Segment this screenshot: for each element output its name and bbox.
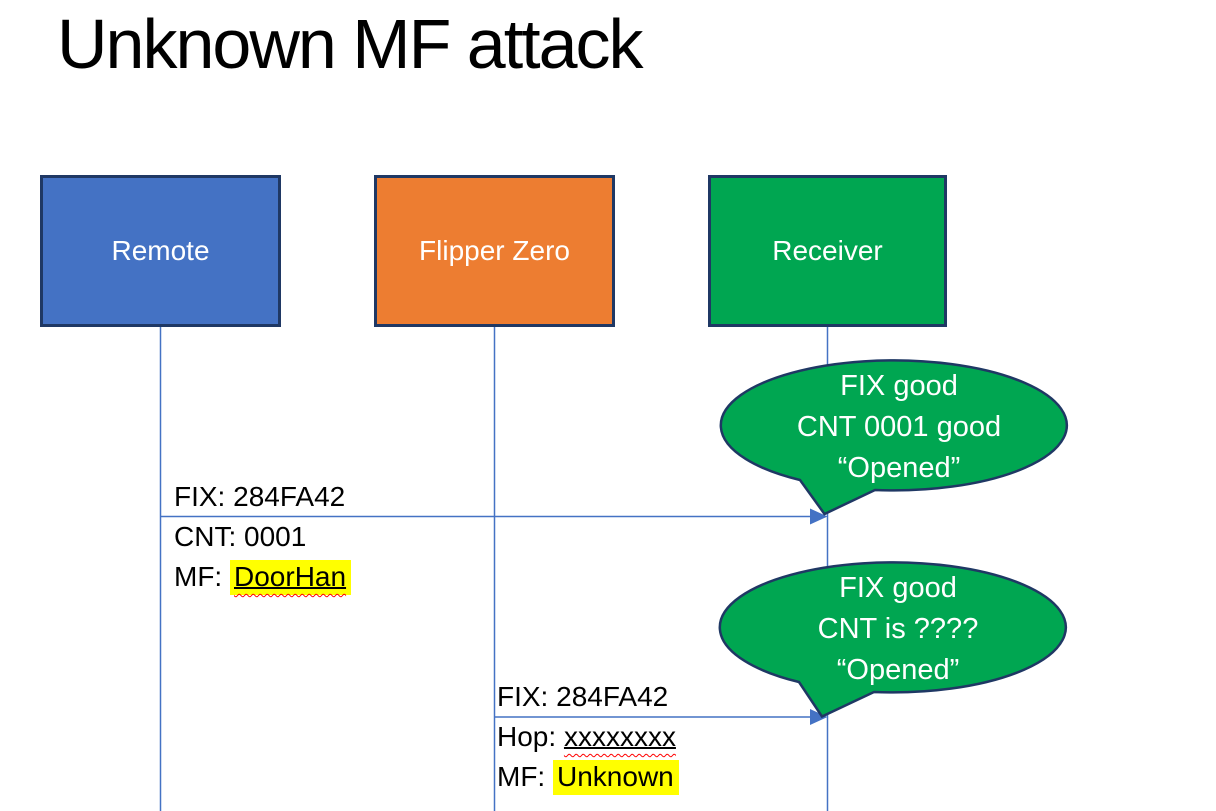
callout2-line2: CNT is ???? xyxy=(817,613,979,645)
message1-mf-value: DoorHan xyxy=(234,561,347,592)
callout2-line1: FIX good xyxy=(839,572,957,604)
actor-box-remote: Remote xyxy=(40,175,281,327)
message2-mf-line: MF: Unknown xyxy=(497,757,679,797)
message1-mf-value-highlight: DoorHan xyxy=(230,560,352,595)
message2-mf-prefix: MF: xyxy=(497,761,553,792)
callout2-line3: “Opened” xyxy=(836,654,960,686)
message2-hop-line: Hop: xxxxxxxx xyxy=(497,717,679,757)
message1-mf-prefix: MF: xyxy=(174,561,230,592)
callout1-text: FIX good CNT 0001 good “Opened” xyxy=(726,366,1072,489)
message1-mf-line: MF: DoorHan xyxy=(174,557,352,597)
message1-label: FIX: 284FA42 CNT: 0001 MF: DoorHan xyxy=(174,477,352,597)
message2-mf-value: Unknown xyxy=(553,760,679,795)
message2-hop-prefix: Hop: xyxy=(497,721,564,752)
message2-fix-line: FIX: 284FA42 xyxy=(497,681,669,712)
message1-cnt-line: CNT: 0001 xyxy=(174,521,307,552)
callout1-line1: FIX good xyxy=(840,370,958,402)
callout1-bubble xyxy=(719,359,1068,516)
message1-arrowhead xyxy=(810,508,828,525)
actor-box-receiver: Receiver xyxy=(708,175,947,327)
actor-label-flipper-zero: Flipper Zero xyxy=(419,235,570,266)
actor-label-receiver: Receiver xyxy=(772,235,883,266)
callout2-bubble xyxy=(718,561,1067,719)
message2-label: FIX: 284FA42 Hop: xxxxxxxx MF: Unknown xyxy=(497,677,679,797)
message2-hop-value-underline: xxxxxxxx xyxy=(564,721,676,752)
message1-fix-line: FIX: 284FA42 xyxy=(174,481,346,512)
message2-arrowhead xyxy=(810,709,828,725)
callout2-text: FIX good CNT is ???? “Opened” xyxy=(725,568,1071,691)
actor-box-flipper-zero: Flipper Zero xyxy=(374,175,615,327)
slide-title: Unknown MF attack xyxy=(57,5,644,83)
callout1-line3: “Opened” xyxy=(837,452,961,484)
callout1-line2: CNT 0001 good xyxy=(796,411,1002,443)
message2-hop-value: xxxxxxxx xyxy=(563,721,676,752)
actor-label-remote: Remote xyxy=(111,235,210,266)
